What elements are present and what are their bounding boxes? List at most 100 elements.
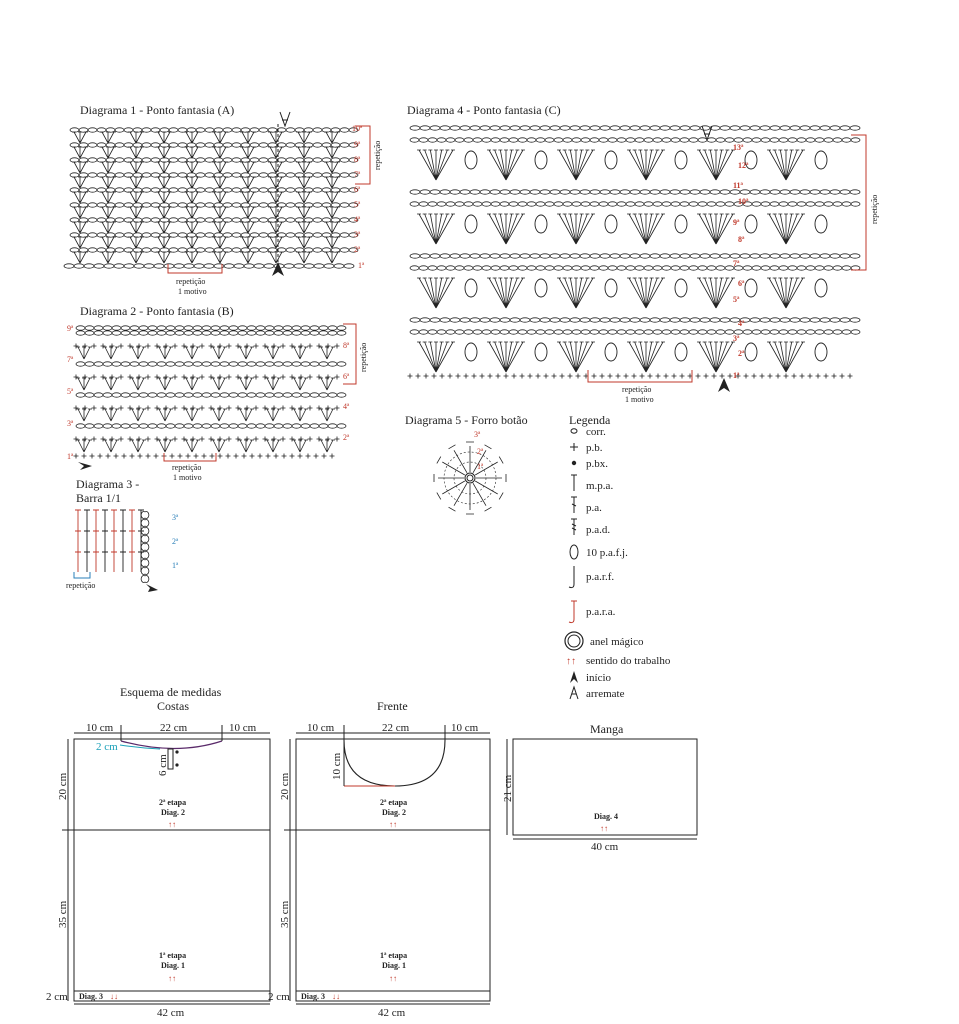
costas-arrows-2: ↑↑ bbox=[168, 820, 176, 829]
stitch-fan bbox=[557, 213, 595, 245]
stitch-fan bbox=[240, 131, 256, 144]
diagram-1-row-numbers: 1ª 2ª 3ª 4ª 5ª 6ª 7ª 8ª 9ª 10ª bbox=[352, 124, 365, 270]
stitch-fan bbox=[268, 221, 284, 234]
stitch-fan bbox=[240, 146, 256, 159]
stitch-fan bbox=[240, 191, 256, 204]
chain-row bbox=[409, 317, 861, 323]
d4-motif-label: 1 motivo bbox=[625, 395, 654, 404]
frente-top-left: 10 cm bbox=[307, 722, 335, 734]
stitch-fan bbox=[128, 236, 144, 249]
chain-row bbox=[409, 329, 861, 335]
d4-row-10: 10ª bbox=[738, 197, 749, 206]
stitch-fan bbox=[240, 251, 256, 264]
stitch-fan bbox=[103, 408, 119, 422]
costas-title: Costas bbox=[157, 699, 189, 713]
stitch-fan bbox=[76, 346, 92, 360]
costas-slit bbox=[167, 748, 174, 770]
stitch-fan bbox=[72, 206, 88, 219]
d1-start-marker bbox=[272, 262, 284, 276]
cluster-stitch bbox=[464, 150, 478, 170]
d4-row-2: 2ª bbox=[738, 349, 745, 358]
legend-label-p-a-d-: p.a.d. bbox=[586, 524, 610, 536]
stitch-fan bbox=[103, 439, 119, 453]
cluster-stitch bbox=[744, 150, 758, 170]
stitch-fan bbox=[296, 221, 312, 234]
d5-row-1: 1ª bbox=[477, 462, 484, 471]
stitch-fan bbox=[128, 191, 144, 204]
stitch-fan bbox=[100, 146, 116, 159]
stitch-fan bbox=[268, 146, 284, 159]
frente-width: 42 cm bbox=[378, 1007, 406, 1019]
stitch-fan bbox=[212, 221, 228, 234]
diagram-2-title: Diagrama 2 - Ponto fantasia (B) bbox=[80, 304, 234, 318]
chain-row bbox=[75, 330, 347, 336]
stitch-fan bbox=[417, 149, 455, 181]
diagram-5-stitches bbox=[433, 441, 507, 515]
stitch-fan bbox=[238, 346, 254, 360]
manga-outline bbox=[512, 738, 698, 836]
d2-row-4: 4ª bbox=[343, 402, 350, 411]
stitch-fan bbox=[128, 221, 144, 234]
diagram-5-title: Diagrama 5 - Forro botão bbox=[405, 413, 528, 427]
stitch-fan bbox=[319, 439, 335, 453]
legend-label-sentido-do-trabalho: sentido do trabalho bbox=[586, 655, 671, 667]
stitch-fan bbox=[156, 131, 172, 144]
legend-title: Legenda bbox=[569, 413, 611, 427]
frente-stage2: 2ª etapa bbox=[380, 798, 407, 807]
d3-repeat-bracket bbox=[73, 572, 91, 579]
d4-row-8: 8ª bbox=[738, 235, 745, 244]
stitch-fan bbox=[240, 206, 256, 219]
stitch-fan bbox=[128, 146, 144, 159]
d1-row-6: 6ª bbox=[354, 185, 361, 194]
stitch-fan bbox=[184, 377, 200, 391]
round-stitches bbox=[433, 441, 507, 515]
stitch-fan bbox=[130, 408, 146, 422]
cluster-stitch bbox=[814, 214, 828, 234]
stitch-fan bbox=[296, 176, 312, 189]
d4-repeat-bracket-side bbox=[851, 134, 867, 271]
d2-start-marker bbox=[78, 462, 92, 470]
d3-repeat-label: repetição bbox=[66, 581, 95, 590]
stitch-fan bbox=[324, 206, 340, 219]
stitch-fan bbox=[557, 341, 595, 373]
d2-repeat-bracket-side bbox=[343, 323, 357, 385]
chain-row bbox=[409, 201, 861, 207]
stitch-fan bbox=[238, 377, 254, 391]
post-stitch bbox=[138, 509, 144, 572]
stitch-fan bbox=[72, 251, 88, 264]
costas-border: Diag. 3 bbox=[79, 992, 103, 1001]
single-crochet-row bbox=[407, 373, 853, 379]
stitch-fan bbox=[627, 213, 665, 245]
stitch-fan bbox=[184, 161, 200, 174]
frente-neckline bbox=[343, 739, 446, 787]
stitch-fan bbox=[130, 346, 146, 360]
schematics: Esquema de medidas Costas 10 cm 22 cm 10… bbox=[46, 685, 698, 1019]
stitch-fan bbox=[417, 341, 455, 373]
stitch-fan bbox=[268, 176, 284, 189]
d2-repeat-bracket-bottom bbox=[163, 453, 217, 462]
legend-items: corr.p.b.p.bx.m.p.a.p.a.p.a.d.10 p.a.f.j… bbox=[564, 426, 671, 700]
chain-row bbox=[69, 202, 359, 208]
chain-symbol bbox=[570, 428, 578, 434]
manga-height: 21 cm bbox=[502, 774, 514, 802]
stitch-fan bbox=[100, 176, 116, 189]
cluster-stitch bbox=[534, 278, 548, 298]
d2-motif-label: 1 motivo bbox=[173, 473, 202, 482]
cluster-stitch bbox=[604, 150, 618, 170]
stitch-fan bbox=[268, 131, 284, 144]
back-post-symbol bbox=[568, 600, 577, 624]
stitch-fan bbox=[212, 236, 228, 249]
stitch-fan bbox=[265, 439, 281, 453]
post-stitch bbox=[129, 509, 135, 572]
stitch-fan bbox=[697, 341, 735, 373]
stitch-fan bbox=[292, 408, 308, 422]
cluster-stitch bbox=[534, 214, 548, 234]
single-crochet-row bbox=[73, 453, 335, 459]
frente-lower-h: 35 cm bbox=[279, 900, 291, 928]
frente-arrows-1: ↑↑ bbox=[389, 974, 397, 983]
legend-label-p-b-: p.b. bbox=[586, 442, 603, 454]
stitch-fan bbox=[100, 221, 116, 234]
stitch-fan bbox=[128, 161, 144, 174]
d4-row-4: 4ª bbox=[738, 319, 745, 328]
single-crochet-row bbox=[73, 405, 340, 411]
